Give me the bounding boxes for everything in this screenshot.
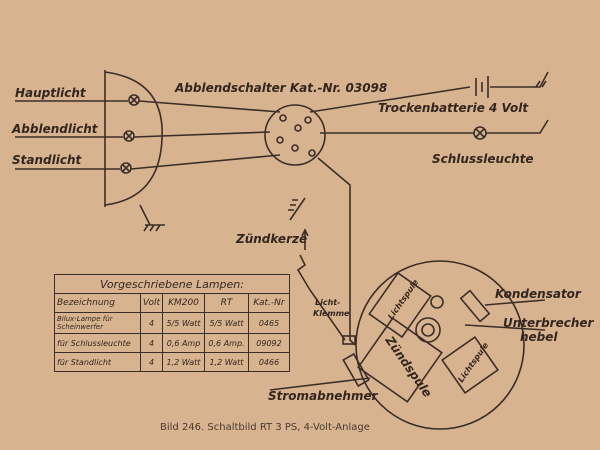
wires [15,71,549,346]
label-schlussleuchte: Schlussleuchte [432,152,534,166]
label-lichtspule-a: Lichtspule [386,277,420,321]
label-unterbrecher-2: hebel [520,330,558,344]
tail-lamp-icon [473,126,487,140]
table-cell: 1,2 Watt [205,353,249,371]
table-cell: 0466 [258,357,280,367]
table-title: Vorgeschriebene Lampen: [55,275,289,294]
table-cell: 4 [141,334,163,352]
label-stromabnehmer: Stromabnehmer [268,389,379,403]
label-lichtklemme-2: Klemme [313,309,350,318]
magneto [269,260,546,430]
table-cell: 1,2 Watt [163,353,205,371]
table-cell: 4 [141,313,163,333]
table-header: Kat.-Nr [253,297,285,308]
label-unterbrecher: Unterbrecher [503,316,595,330]
bulb-icons [120,94,140,174]
table-cell: Bilux-Lampe für Scheinwerfer [55,313,141,333]
table-header-row: Bezeichnung Volt KM200 RT Kat.-Nr [55,294,289,313]
table-row: für Schlussleuchte 4 0,6 Amp 0,6 Amp. 09… [55,334,289,353]
label-hauptlicht: Hauptlicht [15,86,87,100]
label-abblendlicht: Abblendlicht [11,122,99,136]
headlamp [104,70,165,232]
table-row: für Standlicht 4 1,2 Watt 1,2 Watt 0466 [55,353,289,371]
table-cell: für Standlicht [55,353,141,371]
table-header: Bezeichnung [55,294,141,312]
label-standlicht: Standlicht [12,153,82,167]
label-kondensator: Kondensator [495,287,582,301]
table-header: RT [205,294,249,312]
table-cell: 0,6 Amp. [205,334,249,352]
table-cell: 5/5 Watt [163,313,205,333]
table-header: Volt [141,294,163,312]
lamp-table: Vorgeschriebene Lampen: Bezeichnung Volt… [54,274,290,372]
label-abblendschalter: Abblendschalter Kat.-Nr. 03098 [174,81,387,95]
table-header: KM200 [163,294,205,312]
table-cell: 0465 [258,318,280,328]
table-cell: 4 [141,353,163,371]
table-row: Bilux-Lampe für Scheinwerfer 4 5/5 Watt … [55,313,289,334]
table-cell: für Schlussleuchte [55,334,141,352]
figure-caption: Bild 246. Schaltbild RT 3 PS, 4-Volt-Anl… [160,422,370,433]
table-cell: 0,6 Amp [163,334,205,352]
battery-icon [475,76,547,98]
spark-plug-icon [288,197,309,250]
label-batterie: Trockenbatterie 4 Volt [378,101,529,115]
label-zuendkerze: Zündkerze [235,232,307,246]
dimmer-switch [264,104,326,166]
label-lichtklemme: Licht- [315,298,340,307]
table-cell: 09092 [256,338,282,348]
table-cell: 5/5 Watt [205,313,249,333]
